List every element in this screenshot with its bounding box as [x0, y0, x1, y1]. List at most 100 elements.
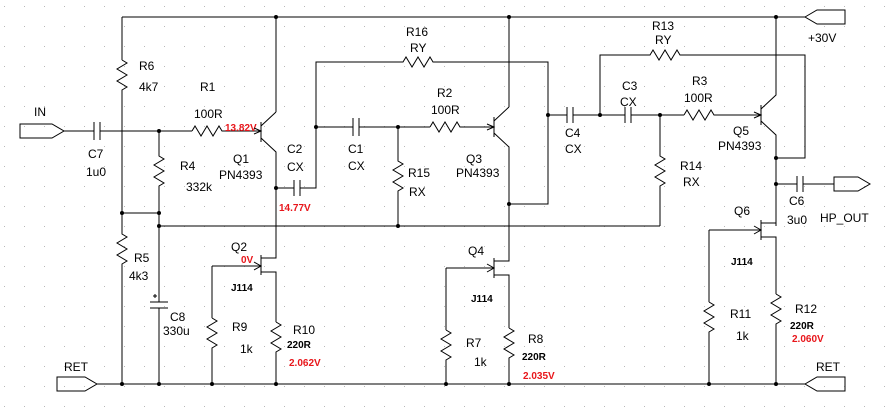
r6-value: 4k7	[139, 80, 159, 94]
r13-resistor	[599, 49, 806, 159]
c6-ref: C6	[789, 194, 805, 208]
r9-resistor	[206, 317, 218, 384]
c4-value: CX	[565, 142, 582, 156]
r15-resistor	[392, 127, 404, 226]
c8-value: 330u	[163, 324, 190, 338]
r10-voltage: 2.062V	[289, 358, 321, 369]
r3-value: 100R	[684, 91, 713, 105]
r10-ref: R10	[293, 323, 315, 337]
r1-ref: R1	[200, 80, 216, 94]
r16-value: RY	[410, 41, 426, 55]
q4-ref: Q4	[468, 244, 484, 258]
q1-transistor	[253, 111, 277, 255]
r14-ref: R14	[680, 159, 702, 173]
r9-value: 1k	[240, 342, 254, 356]
r9-ref: R9	[232, 320, 248, 334]
r16-ref: R16	[406, 25, 428, 39]
r4-ref: R4	[180, 159, 196, 173]
r7-ref: R7	[466, 336, 482, 350]
r8-voltage: 2.035V	[523, 371, 555, 382]
r7-value: 1k	[474, 355, 488, 369]
r8-resistor	[503, 327, 515, 384]
c7-capacitor	[93, 122, 192, 140]
r4-value: 332k	[186, 180, 213, 194]
c2-ref: C2	[287, 142, 303, 156]
c8-ref: C8	[170, 310, 186, 324]
q3-value: PN4393	[456, 166, 500, 180]
r5-value: 4k3	[129, 269, 149, 283]
c2-capacitor	[276, 127, 317, 196]
r12-voltage: 2.060V	[792, 334, 824, 345]
q2-ref: Q2	[231, 240, 247, 254]
q2-transistor	[211, 255, 277, 322]
c6-value: 3u0	[787, 213, 807, 227]
ret-left-label: RET	[64, 360, 89, 374]
q5-transistor	[753, 92, 777, 226]
q2-gate-voltage: 0V	[241, 255, 254, 266]
c7-value: 1u0	[86, 165, 106, 179]
q4-value: J114	[471, 294, 493, 305]
c4-capacitor	[548, 107, 625, 123]
r6-resistor	[116, 59, 128, 213]
hp-out-port	[833, 176, 871, 192]
r12-value: 220R	[790, 321, 815, 332]
r7-resistor	[440, 329, 452, 384]
r11-resistor	[703, 301, 715, 384]
r2-ref: R2	[437, 86, 453, 100]
c1-ref: C1	[348, 142, 364, 156]
in-label: IN	[34, 105, 46, 119]
c2-value: CX	[287, 160, 304, 174]
r8-ref: R8	[528, 332, 544, 346]
q1-ref: Q1	[233, 152, 249, 166]
q6-value: J114	[731, 257, 753, 268]
r11-value: 1k	[736, 329, 750, 343]
r1-value: 100R	[194, 107, 223, 121]
q3-transistor	[486, 106, 510, 255]
r15-value: RX	[409, 185, 426, 199]
in-port	[19, 123, 94, 139]
c2-node-voltage: 14.77V	[279, 203, 311, 214]
q2-value: J114	[231, 283, 253, 294]
r8-value: 220R	[522, 352, 547, 363]
q6-transistor	[708, 220, 777, 302]
supply-label: +30V	[808, 31, 836, 45]
q5-ref: Q5	[733, 124, 749, 138]
c3-ref: C3	[622, 79, 638, 93]
c6-capacitor	[776, 176, 834, 192]
hp-out-label: HP_OUT	[820, 211, 869, 225]
q1-value: PN4393	[219, 168, 263, 182]
r3-resistor	[683, 109, 761, 121]
r2-resistor	[429, 121, 494, 133]
q1-source-voltage: 13.82V	[225, 123, 257, 134]
r14-value: RX	[683, 175, 700, 189]
q4-transistor	[445, 255, 510, 330]
r5-ref: R5	[134, 251, 150, 265]
junction-dots	[120, 15, 778, 386]
c1-value: CX	[348, 159, 365, 173]
r12-ref: R12	[795, 302, 817, 316]
r16-resistor	[315, 56, 549, 205]
ret-right-port	[804, 376, 846, 392]
c3-capacitor	[624, 107, 684, 123]
c4-ref: C4	[565, 126, 581, 140]
r10-resistor	[270, 321, 282, 384]
r1-resistor	[191, 125, 261, 137]
r14-resistor	[654, 115, 666, 226]
q5-value: PN4393	[718, 139, 762, 153]
r3-ref: R3	[692, 74, 708, 88]
r4-resistor	[153, 131, 165, 213]
bias-bus	[122, 212, 660, 227]
q6-ref: Q6	[734, 204, 750, 218]
r13-value: RY	[655, 33, 671, 47]
ret-right-label: RET	[816, 360, 841, 374]
q3-ref: Q3	[466, 152, 482, 166]
c3-value: CX	[620, 95, 637, 109]
r12-resistor	[770, 293, 782, 384]
supply-port	[804, 9, 846, 25]
r10-value: 220R	[287, 340, 312, 351]
c8-capacitor	[150, 226, 168, 384]
r5-resistor	[116, 213, 128, 384]
c1-capacitor	[316, 118, 430, 136]
